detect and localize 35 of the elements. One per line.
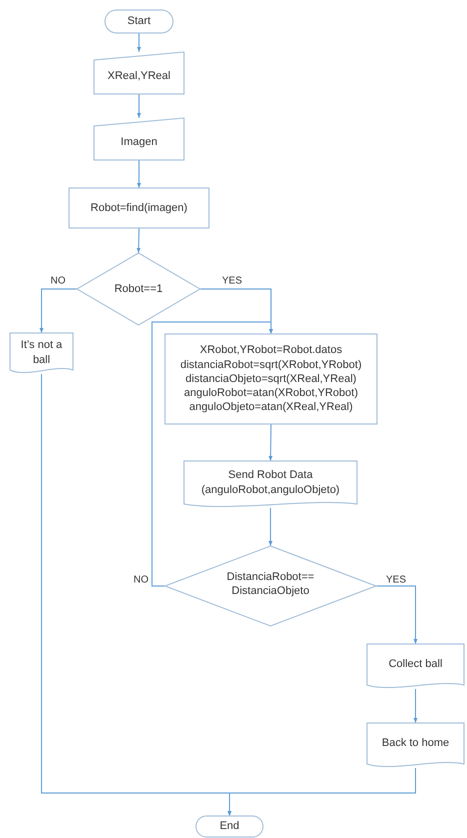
terminator-shape (196, 816, 263, 837)
manual-input-shape (94, 52, 184, 94)
node-text: Start (127, 14, 151, 29)
edge-label: NO (50, 276, 66, 286)
node-text: Imagen (120, 134, 158, 150)
arrow (376, 586, 418, 644)
decision-diamond (77, 253, 200, 325)
manual-input-shape (94, 118, 184, 160)
terminator-shape (105, 10, 173, 33)
edge-label: NO (132, 574, 150, 586)
process-box (69, 188, 209, 228)
node-text: Send Robot Data (anguloRobot,anguloObjeto) (200, 468, 341, 497)
arrow (136, 228, 141, 254)
arrow (268, 424, 273, 462)
node-text: DistanciaRobot== DistanciaObjeto (226, 570, 316, 598)
arrow (137, 32, 141, 52)
node-text: Collect ball (388, 657, 442, 672)
node-text: Robot=find(imagen) (90, 200, 188, 216)
arrow (40, 288, 78, 334)
process-box (165, 334, 377, 424)
node-text: Robot==1 (114, 282, 163, 296)
node-text: XRobot,YRobot=Robot.datos distanciaRobot=sqrt(XRobot,YRobot) distanciaObjeto=sqrt(XReal,YReal) anguloRobot=atan(XRobot,YRobot) anguloObjeto=atan(XReal,YReal) (179, 343, 363, 415)
node-text: Back to home (382, 736, 450, 751)
arrow (152, 322, 273, 586)
node-text: It’s not a ball (20, 338, 64, 367)
arrow (137, 94, 141, 118)
arrow (137, 160, 141, 188)
arrow (228, 768, 416, 816)
edge-label: YES (221, 276, 243, 286)
arrow (268, 508, 272, 546)
node-text: End (220, 819, 240, 834)
edge-label: YES (385, 574, 407, 586)
node-text: XReal,YReal (108, 68, 170, 84)
decision-diamond (165, 546, 376, 626)
arrow (414, 688, 418, 724)
